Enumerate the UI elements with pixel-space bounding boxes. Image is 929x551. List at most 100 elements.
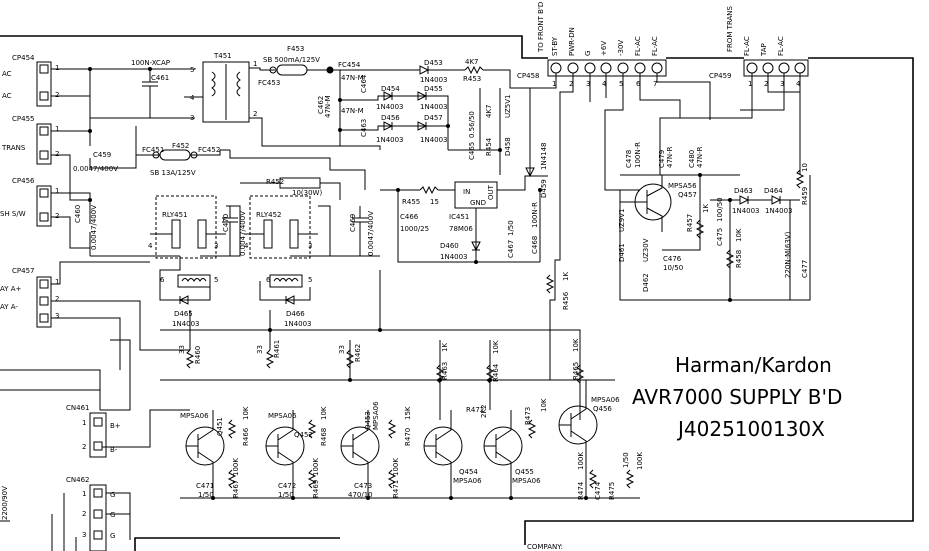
connector-cp459: FROM TRANS FL-AC TAP FL-AC CP459 1 2 3 4 — [709, 5, 809, 88]
label-c459: C459 — [93, 151, 111, 159]
signal-label: TAP — [760, 43, 768, 57]
label-r460: R460 — [194, 346, 202, 364]
company-label: COMPANY: — [527, 543, 563, 551]
pin-number: 1 — [82, 419, 86, 427]
label-c469: C469 — [349, 214, 357, 232]
pin-number: 1 — [748, 80, 752, 88]
label-d453-value: 1N4003 — [420, 76, 448, 84]
transistor-q452 — [265, 410, 305, 498]
label-t451: T451 — [213, 52, 232, 60]
pin-number: 2 — [82, 443, 86, 451]
connector-cp457: CP457 1 2 3 AY A+ AY A- — [0, 267, 59, 328]
label-r454: R454 — [485, 137, 493, 156]
label-q451-value: MPSA06 — [180, 412, 209, 420]
pin-number: 5 — [619, 80, 623, 88]
label-r456-value: 1K — [562, 272, 570, 281]
label-c471: C471 — [196, 482, 214, 490]
label-d460: D460 — [440, 242, 459, 250]
label-d453: D453 — [424, 59, 443, 67]
label-d465: D465 — [174, 310, 193, 318]
label-f452-value: SB 13A/125V — [150, 169, 196, 177]
label-d455: D455 — [424, 85, 443, 93]
label-c460: C460 — [74, 205, 82, 223]
pin-number: 6 — [636, 80, 641, 88]
label-r470: R470 — [404, 428, 412, 446]
label-f453: F453 — [287, 45, 304, 53]
label-c472-value: 1/50 — [278, 491, 294, 499]
label-r453-value: 4K7 — [465, 58, 479, 66]
connector-cp456: CP456 1 2 SH S/W — [0, 177, 59, 227]
connector-name: CP454 — [12, 54, 35, 62]
transistor-q455 — [483, 410, 523, 498]
label-rly452: RLY452 — [256, 211, 281, 219]
label-relay-pin: 3 — [308, 242, 312, 250]
label-d456-value: 1N4003 — [376, 136, 404, 144]
label-c468: C468 — [531, 236, 539, 254]
label-r463-value: 1K — [441, 343, 449, 352]
label-d464-value: 1N4003 — [765, 207, 793, 215]
label-ic451-value: 78M06 — [449, 225, 473, 233]
label-r460-value: 33 — [178, 345, 186, 354]
label-r467-value: 100K — [232, 458, 240, 476]
brand-title: Harman/Kardon — [675, 353, 832, 377]
label-r461-value: 33 — [256, 345, 264, 354]
label-c476: C476 — [663, 255, 682, 263]
label-r475: R475 — [608, 482, 616, 500]
label-c473: C473 — [354, 482, 372, 490]
label-r475-value: 100K — [636, 452, 644, 470]
label-c465: C465 — [468, 142, 476, 160]
label-r474-value: 100K — [577, 452, 585, 470]
label-xcap: 100N-XCAP — [131, 59, 170, 67]
transistor-q453 — [340, 410, 380, 498]
label-r455-value: 15 — [430, 198, 439, 206]
label-r463: R463 — [441, 362, 449, 380]
label-r468-value: 10K — [320, 406, 328, 420]
connector-name: CP458 — [517, 72, 539, 80]
transistor-q456 — [558, 380, 598, 498]
label-r464: R464 — [492, 363, 500, 382]
label-c474-value: 1/50 — [622, 452, 630, 468]
label-r466: R466 — [242, 427, 250, 446]
label-q453: Q453 — [364, 411, 372, 430]
label-relay-pin: 6 — [160, 276, 165, 284]
label-rly451: RLY451 — [162, 211, 187, 219]
connector-name: CN462 — [66, 476, 90, 484]
label-c465-value: 0.56/50 — [468, 111, 476, 138]
label-q455: Q455 — [515, 468, 534, 476]
label-c461: C461 — [151, 74, 169, 82]
signal-label: FL-AC — [777, 36, 785, 56]
label-tpin: 3 — [190, 114, 194, 122]
label-d454: D454 — [381, 85, 400, 93]
label-ic451: IC451 — [449, 213, 469, 221]
label-r471-value: 100K — [392, 458, 400, 476]
label-q455-value: MPSA06 — [512, 477, 541, 485]
pin-number: 2 — [55, 295, 59, 303]
label-r472-value: 2K2 — [480, 405, 488, 419]
pin-number: 2 — [764, 80, 768, 88]
label-c479-value: 47N-R — [666, 146, 674, 168]
pin-number: 4 — [796, 80, 801, 88]
label-r470-value: 15K — [404, 406, 412, 420]
label-r458: R458 — [735, 250, 743, 268]
label-f453-value: SB 500mA/125V — [263, 56, 320, 64]
label-d462: D462 — [642, 273, 650, 292]
connector-header: FROM TRANS — [726, 5, 734, 52]
label-d460-value: 1N4003 — [440, 253, 468, 261]
pin-number: 1 — [55, 125, 59, 133]
component-labels: T451 100N-XCAP C461 5 4 3 1 2 F453 SB 50… — [73, 45, 809, 500]
label-r454-value: 4K7 — [485, 105, 493, 119]
label-ic-in: IN — [463, 188, 470, 196]
pin-number: 7 — [653, 80, 657, 88]
label-c463: C463 — [360, 119, 368, 137]
label-c480: C480 — [688, 150, 696, 168]
label-r464-value: 10K — [492, 340, 500, 354]
label-d466: D466 — [286, 310, 305, 318]
pin-number: 3 — [780, 80, 784, 88]
pin-number: 2 — [55, 212, 59, 220]
label-d462-value: UZ30V — [642, 238, 650, 262]
label-r462-value: 33 — [338, 345, 346, 354]
pin-label: G — [110, 532, 115, 540]
label-c474: C474 — [594, 481, 602, 500]
label-d461-value: UZ9V1 — [618, 209, 626, 233]
